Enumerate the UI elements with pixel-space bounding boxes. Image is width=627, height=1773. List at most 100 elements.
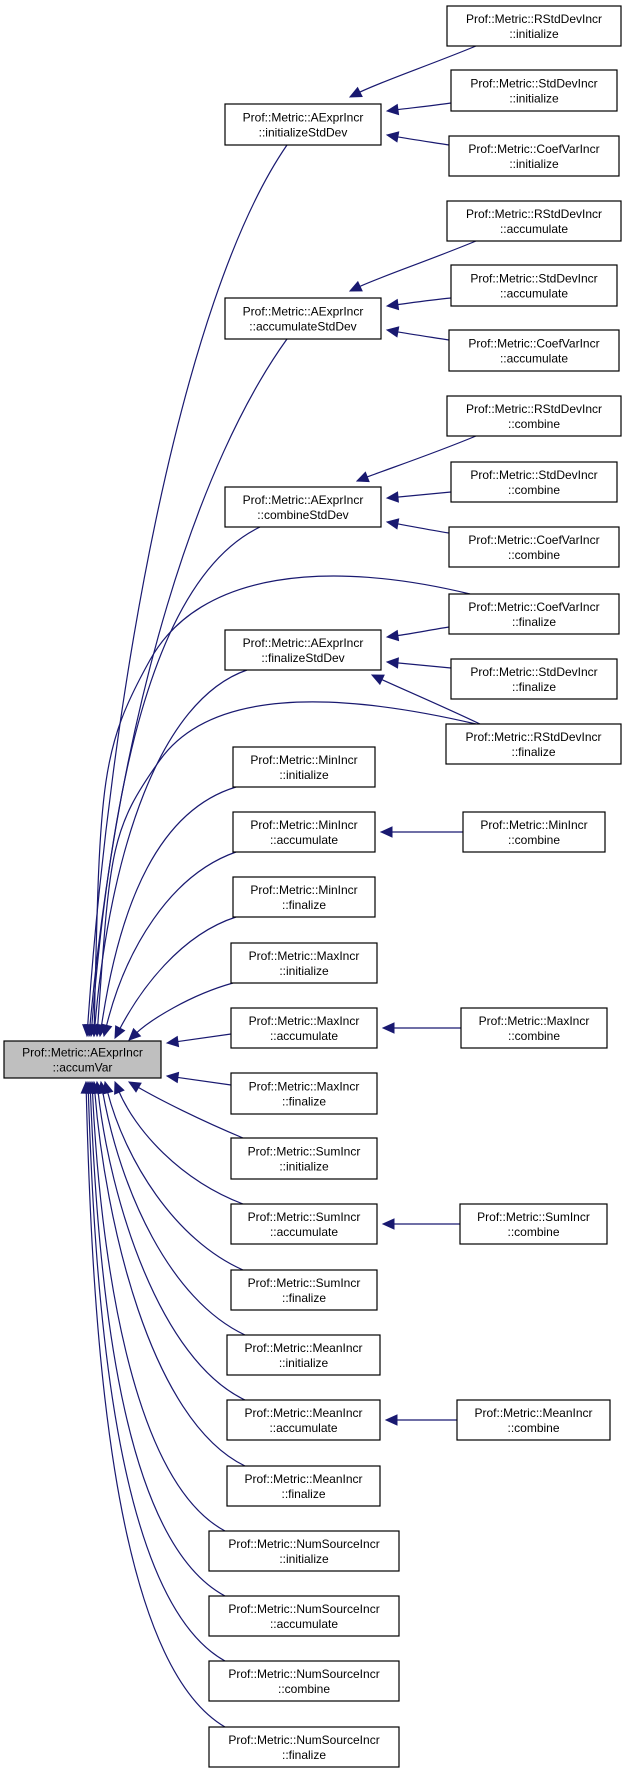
- edge-max-init-to-root: [128, 982, 234, 1041]
- node-box[interactable]: [450, 69, 618, 112]
- node-box[interactable]: [232, 746, 376, 788]
- edge-min-fin-to-root: [114, 916, 237, 1040]
- edge-rstd-comb-to-aexpr-combStdDev: [355, 435, 477, 483]
- node-box[interactable]: [208, 1530, 400, 1572]
- node-mean-acc[interactable]: Prof::Metric::MeanIncr::accumulate: [226, 1399, 381, 1441]
- edge-aexpr-finStdDev-to-root: [89, 669, 248, 1038]
- node-box[interactable]: [226, 1465, 381, 1507]
- node-box[interactable]: [462, 811, 606, 853]
- node-box[interactable]: [224, 103, 382, 146]
- node-box[interactable]: [446, 200, 622, 242]
- node-label-method: ::finalize: [282, 1291, 326, 1305]
- edge-line: [100, 786, 237, 1028]
- node-box[interactable]: [226, 1399, 381, 1441]
- node-box[interactable]: [230, 1007, 378, 1049]
- node-box[interactable]: [450, 461, 618, 503]
- edge-line: [395, 330, 450, 341]
- node-label-class: Prof::Metric::CoefVarIncr: [468, 533, 599, 547]
- node-aexpr-accStdDev[interactable]: Prof::Metric::AExprIncr::accumulateStdDe…: [224, 297, 382, 340]
- node-mean-init[interactable]: Prof::Metric::MeanIncr::initialize: [226, 1334, 381, 1376]
- node-box[interactable]: [448, 526, 620, 568]
- node-num-fin[interactable]: Prof::Metric::NumSourceIncr::finalize: [208, 1726, 400, 1768]
- edge-num-fin-to-root: [80, 1080, 226, 1728]
- node-aexpr-combStdDev[interactable]: Prof::Metric::AExprIncr::combineStdDev: [224, 486, 382, 528]
- node-min-acc[interactable]: Prof::Metric::MinIncr::accumulate: [232, 811, 376, 853]
- node-std-init[interactable]: Prof::Metric::StdDevIncr::initialize: [450, 69, 618, 112]
- node-coef-init[interactable]: Prof::Metric::CoefVarIncr::initialize: [448, 135, 620, 177]
- node-label-class: Prof::Metric::MinIncr: [250, 753, 357, 767]
- node-sum-init[interactable]: Prof::Metric::SumIncr::initialize: [230, 1137, 378, 1180]
- node-label-class: Prof::Metric::AExprIncr: [243, 305, 364, 319]
- edge-std-init-to-aexpr-initStdDev: [385, 102, 452, 116]
- node-max-acc[interactable]: Prof::Metric::MaxIncr::accumulate: [230, 1007, 378, 1049]
- node-box[interactable]: [445, 723, 622, 765]
- node-label-class: Prof::Metric::MaxIncr: [249, 1080, 360, 1094]
- node-box[interactable]: [459, 1203, 608, 1245]
- node-box[interactable]: [448, 329, 620, 372]
- node-max-init[interactable]: Prof::Metric::MaxIncr::initialize: [230, 942, 378, 984]
- node-num-comb[interactable]: Prof::Metric::NumSourceIncr::combine: [208, 1660, 400, 1702]
- arrowhead-icon: [370, 674, 385, 686]
- node-label-method: ::finalize: [282, 1095, 326, 1109]
- node-box[interactable]: [448, 593, 620, 635]
- node-box[interactable]: [224, 486, 382, 528]
- node-box[interactable]: [232, 876, 376, 918]
- node-rstd-fin[interactable]: Prof::Metric::RStdDevIncr::finalize: [445, 723, 622, 765]
- node-box[interactable]: [230, 1137, 378, 1180]
- node-rstd-acc[interactable]: Prof::Metric::RStdDevIncr::accumulate: [446, 200, 622, 242]
- node-box[interactable]: [460, 1007, 608, 1049]
- node-min-init[interactable]: Prof::Metric::MinIncr::initialize: [232, 746, 376, 788]
- node-min-comb[interactable]: Prof::Metric::MinIncr::combine: [462, 811, 606, 853]
- node-box[interactable]: [208, 1726, 400, 1768]
- arrowhead-icon: [101, 1023, 113, 1038]
- node-box[interactable]: [226, 1334, 381, 1376]
- node-mean-fin[interactable]: Prof::Metric::MeanIncr::finalize: [226, 1465, 381, 1507]
- node-box[interactable]: [456, 1399, 611, 1441]
- node-label-method: ::accumulateStdDev: [249, 320, 356, 334]
- node-label-method: ::finalize: [512, 615, 556, 629]
- node-coef-comb[interactable]: Prof::Metric::CoefVarIncr::combine: [448, 526, 620, 568]
- node-coef-acc[interactable]: Prof::Metric::CoefVarIncr::accumulate: [448, 329, 620, 372]
- node-rstd-init[interactable]: Prof::Metric::RStdDevIncr::initialize: [446, 5, 622, 47]
- node-num-acc[interactable]: Prof::Metric::NumSourceIncr::accumulate: [208, 1595, 400, 1637]
- node-box[interactable]: [230, 1072, 378, 1115]
- node-box[interactable]: [448, 135, 620, 177]
- node-std-acc[interactable]: Prof::Metric::StdDevIncr::accumulate: [450, 264, 618, 307]
- node-sum-acc[interactable]: Prof::Metric::SumIncr::accumulate: [230, 1203, 378, 1245]
- edge-line: [101, 1090, 246, 1336]
- node-box[interactable]: [208, 1595, 400, 1637]
- node-mean-comb[interactable]: Prof::Metric::MeanIncr::combine: [456, 1399, 611, 1441]
- edge-min-comb-to-min-acc: [379, 826, 464, 838]
- node-box[interactable]: [230, 1269, 378, 1311]
- node-min-fin[interactable]: Prof::Metric::MinIncr::finalize: [232, 876, 376, 918]
- node-box[interactable]: [446, 5, 622, 47]
- node-box[interactable]: [450, 658, 618, 700]
- edge-mean-init-to-root: [97, 1080, 246, 1336]
- edge-sum-init-to-root: [127, 1081, 244, 1139]
- node-box[interactable]: [450, 264, 618, 307]
- node-box[interactable]: [232, 811, 376, 853]
- node-max-comb[interactable]: Prof::Metric::MaxIncr::combine: [460, 1007, 608, 1049]
- root-node[interactable]: Prof::Metric::AExprIncr::accumVar: [3, 1040, 162, 1079]
- edge-min-init-to-root: [95, 786, 237, 1038]
- node-box[interactable]: [230, 1203, 378, 1245]
- node-sum-comb[interactable]: Prof::Metric::SumIncr::combine: [459, 1203, 608, 1245]
- node-box[interactable]: [224, 629, 382, 671]
- node-box[interactable]: [224, 297, 382, 340]
- node-max-fin[interactable]: Prof::Metric::MaxIncr::finalize: [230, 1072, 378, 1115]
- node-label-class: Prof::Metric::StdDevIncr: [470, 468, 597, 482]
- node-coef-fin[interactable]: Prof::Metric::CoefVarIncr::finalize: [448, 593, 620, 635]
- node-num-init[interactable]: Prof::Metric::NumSourceIncr::initialize: [208, 1530, 400, 1572]
- edge-max-acc-to-root: [165, 1033, 232, 1048]
- node-aexpr-initStdDev[interactable]: Prof::Metric::AExprIncr::initializeStdDe…: [224, 103, 382, 146]
- node-box[interactable]: [230, 942, 378, 984]
- node-aexpr-finStdDev[interactable]: Prof::Metric::AExprIncr::finalizeStdDev: [224, 629, 382, 671]
- node-rstd-comb[interactable]: Prof::Metric::RStdDevIncr::combine: [446, 395, 622, 437]
- node-std-comb[interactable]: Prof::Metric::StdDevIncr::combine: [450, 461, 618, 503]
- node-box[interactable]: [446, 395, 622, 437]
- node-sum-fin[interactable]: Prof::Metric::SumIncr::finalize: [230, 1269, 378, 1311]
- edge-line: [135, 982, 234, 1035]
- node-box[interactable]: [3, 1040, 162, 1079]
- node-box[interactable]: [208, 1660, 400, 1702]
- node-std-fin[interactable]: Prof::Metric::StdDevIncr::finalize: [450, 658, 618, 700]
